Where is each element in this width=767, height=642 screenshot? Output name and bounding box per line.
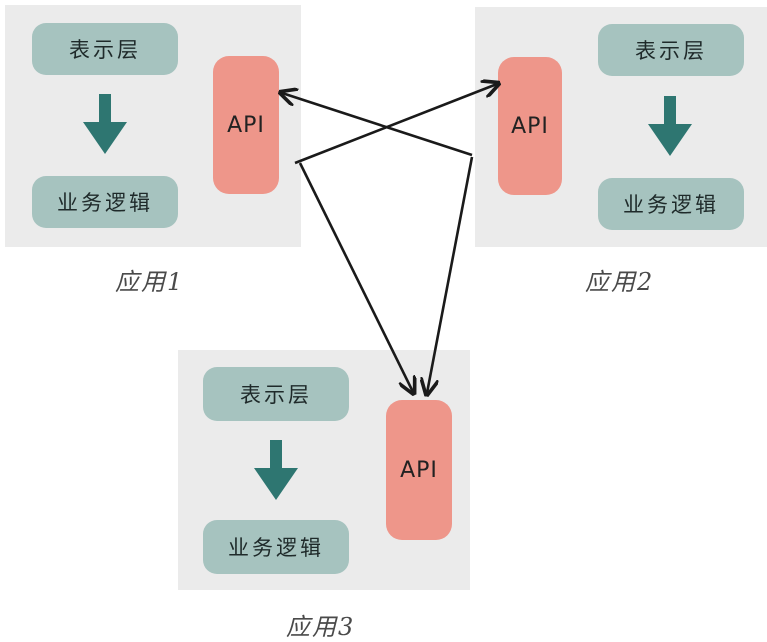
app-2-api: API [498,57,562,195]
app-1-down-arrow-icon [83,94,127,154]
app-1-presentation-layer: 表示层 [32,23,178,75]
app-3-business-layer: 业务逻辑 [203,520,349,574]
app-2-presentation-layer: 表示层 [598,24,744,76]
app-2-down-arrow-icon [648,96,692,156]
app-2-business-layer: 业务逻辑 [598,178,744,230]
app-3-api: API [386,400,452,540]
app-1-caption: 应用1 [115,268,185,296]
connector-app1-to-app2 [294,84,497,165]
app-1-business-layer: 业务逻辑 [32,176,178,228]
app-3-presentation-layer: 表示层 [203,367,349,421]
app-2-caption: 应用2 [585,268,655,296]
app-3-down-arrow-icon [254,440,298,500]
connector-app2-to-app1 [282,93,473,157]
app-3-caption: 应用3 [286,613,356,641]
app-1-api: API [213,56,279,194]
